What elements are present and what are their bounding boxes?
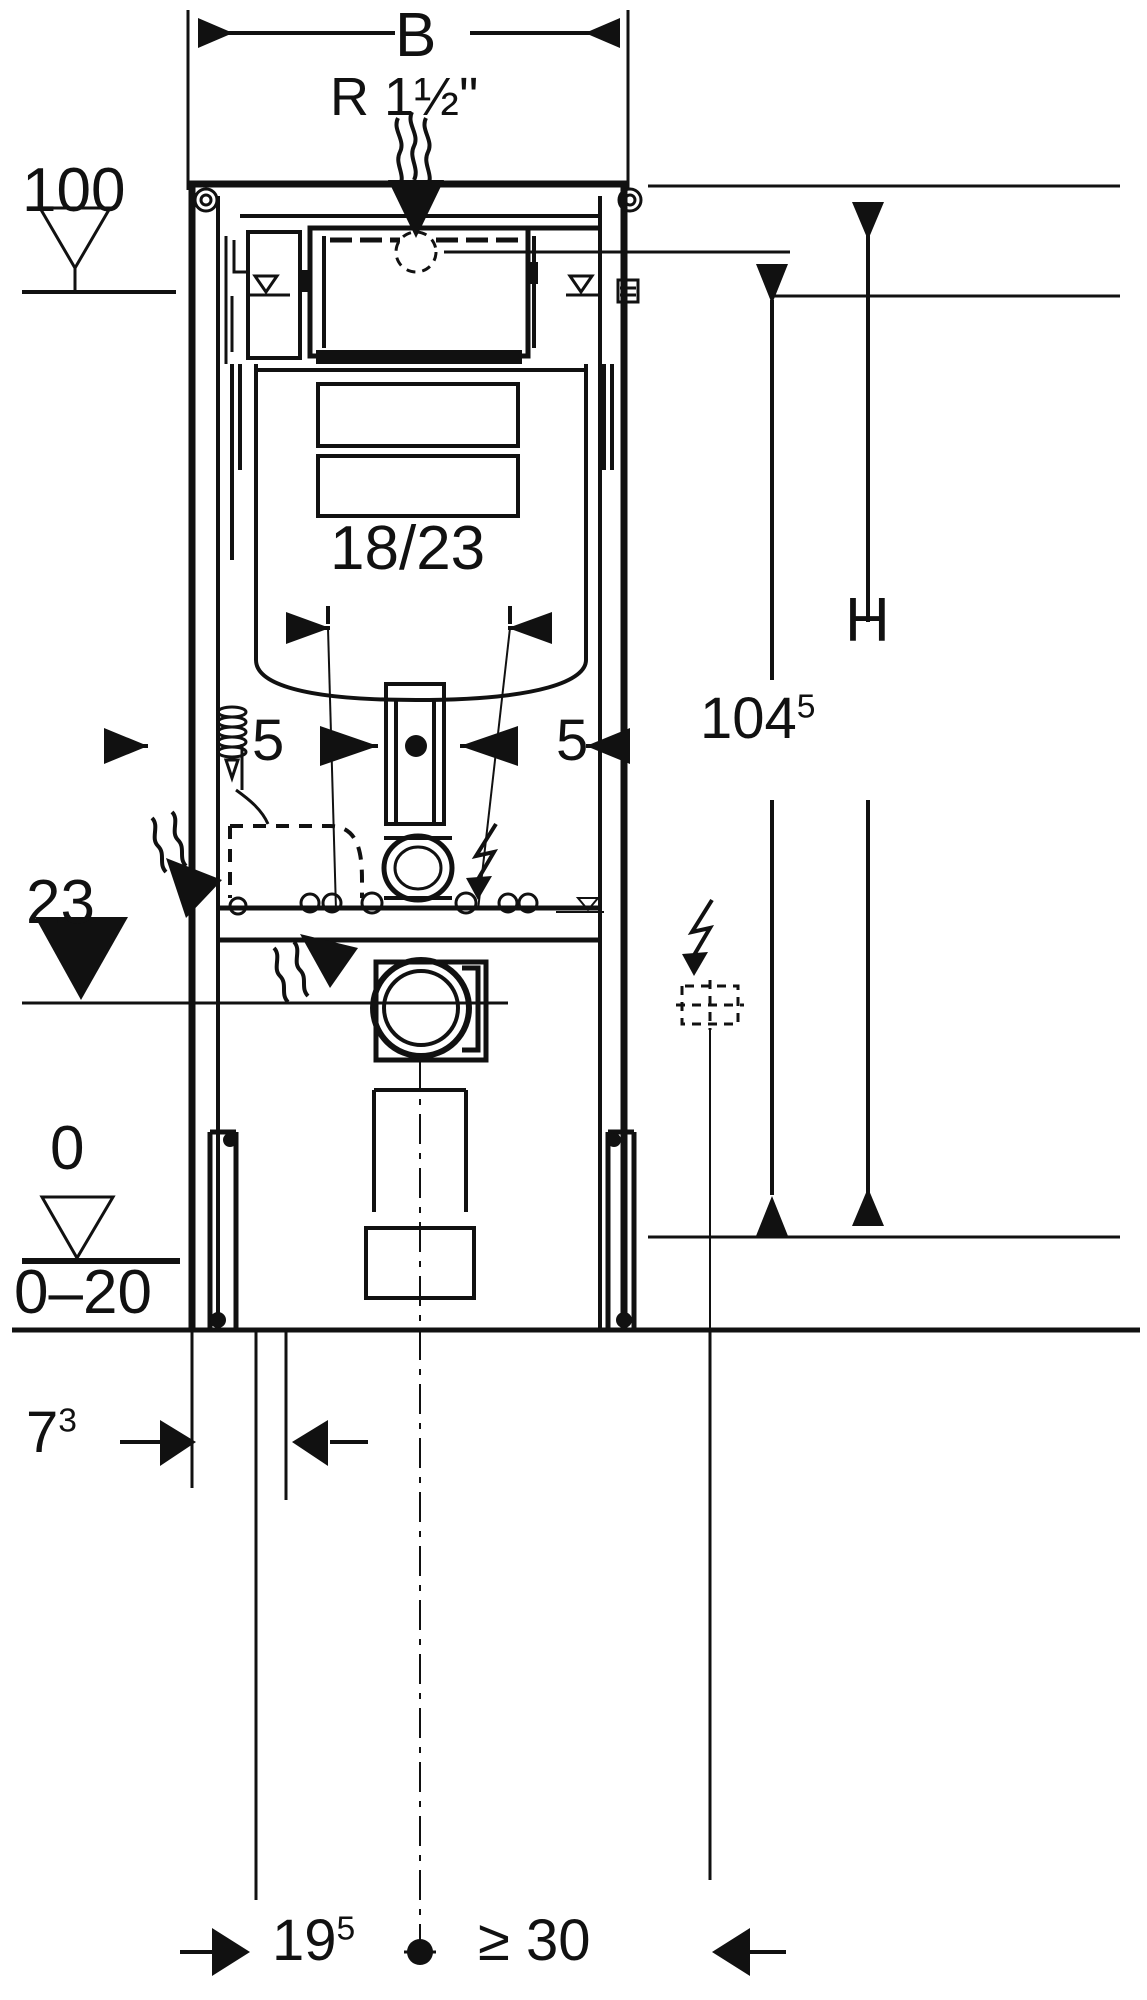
water-supply-wavy-icon [394,111,432,187]
bottom-extension-lines [190,1330,712,1900]
offset-right-label: 5 [556,708,589,773]
water-connection-label: R 1½" [330,67,479,127]
flush-valve-circle-icon [381,833,455,903]
internal-dashed-outline [228,824,364,898]
cistern-top-assembly [240,214,600,364]
leg-feet [210,1312,632,1328]
depth-7-3-sup: 3 [58,1402,77,1440]
water-inlet-arrow-down-icon [388,180,444,238]
frame-legs [207,1129,637,1330]
total-height-label: 1045 [700,690,815,748]
flush-pipe-label: 18/23 [330,514,486,583]
level-0-label: 0 [50,1114,85,1183]
dimension-min-30 [712,1928,786,1976]
frame-corner-bolt-icon [193,187,643,213]
cistern-body [254,364,588,703]
height-symbol-H: H [845,586,890,655]
level-100-marker [22,206,176,294]
depth-19-5-base: 19 [272,1908,337,1973]
frame-inner-uprights [216,196,602,1330]
supply-coil-icon [216,705,248,783]
level-0-marker [22,1195,180,1264]
level-100-label: 100 [22,156,126,225]
depth-19-5-sup: 5 [336,1910,356,1948]
level-23-label: 23 [26,868,95,937]
water-supply-wavy-icon-left [150,810,188,874]
depth-7-3-base: 7 [26,1400,59,1465]
drain-level-triangle-icon [250,274,600,297]
cistern-bottom-ledge [218,905,600,943]
level-0-20-label: 0–20 [14,1258,152,1327]
dimension-19-5 [180,1928,436,1976]
cistern-top-ribs [318,225,600,243]
internal-hose [235,744,270,825]
dimension-104-5 [444,250,1120,1236]
total-height-sup: 5 [796,688,816,726]
water-supply-arrow-left2-icon [300,934,358,988]
dimension-7-3 [120,1420,368,1466]
cistern-side-rails [230,364,614,560]
dimension-18-23 [286,606,552,911]
water-supply-wavy-icon-left2 [272,940,310,1004]
electrical-connection-bolt-icon-inner [471,822,499,888]
dimension-5-arrows-inner [320,726,518,766]
dimension-H [648,184,1120,1239]
flush-pipe-assembly [384,682,446,826]
center-axis-dot-icon [405,735,427,757]
dimension-b-line [186,10,630,190]
offset-left-label: 5 [252,708,285,773]
electrical-socket-dashed [676,980,744,1030]
dimension-offset-5 [104,728,630,764]
depth-19-5-label: 195 [272,1912,355,1970]
service-plate-icon [616,278,640,304]
depth-7-3-label: 73 [26,1404,77,1462]
width-symbol-B: B [395,1,437,70]
mounting-holes-row [228,891,604,916]
min-clearance-label: ≥ 30 [478,1908,591,1973]
cistern-inner-drop-pipe [224,236,246,364]
water-supply-arrow-left-icon [166,858,222,918]
electrical-connection-bolt-icon-right [687,898,715,964]
water-inlet-circle-dashed [394,230,438,274]
waste-connection-elbow-icon [24,957,508,1063]
total-height-base: 104 [700,686,797,751]
